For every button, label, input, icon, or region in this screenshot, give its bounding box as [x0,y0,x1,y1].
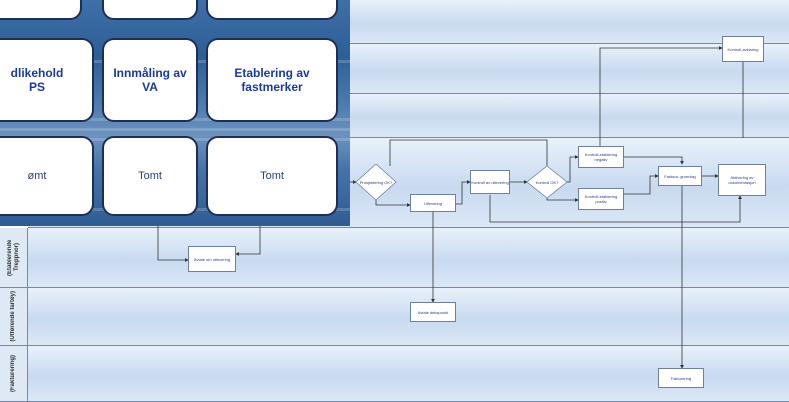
swimlane-6 [28,288,789,346]
lane-label-1: (Etablerende Treppnor) [0,228,28,288]
lane-label-3: (Fakturering) [0,346,28,402]
decision-diamond-kontroll [526,165,568,199]
process-box-fakturering: Fakturering [658,368,704,388]
tile-innmaling-va[interactable]: Innmåling av VA [102,38,198,122]
tiles-panel: dlikehold PS Innmåling av VA Etablering … [0,0,350,226]
tile-tomt-1[interactable]: ømt [0,136,94,216]
process-box-kontroll-positiv: Kontroll-etablering positiv [578,188,624,210]
swimlane-5 [28,228,789,288]
process-box-kontroll-av-utlevering: Kontroll av utlevering [470,170,510,194]
tile-tomt-2[interactable]: Tomt [102,136,198,216]
tile-top-left[interactable] [0,0,82,20]
process-box-kontroll-negativ: Kontroll-etablering negativ [578,146,624,168]
process-box-aktivering: Aktivering av dokumentasjon [718,164,766,196]
decision-label-kontroll: Kontroll OK? [535,179,559,185]
decision-label-prosjektering: Prosjektering OK? [359,179,393,185]
process-box-faktura-grunnlag: Faktura- grunnlag [658,166,702,186]
decision-diamond-prosjektering [355,163,397,201]
tile-top-middle[interactable] [102,0,198,20]
process-box-kontroll-avklaring: Kontroll-avklaring [722,36,764,62]
tile-top-right[interactable] [206,0,338,20]
process-box-avtale-dekspunkt: Avtale dekspunkt [410,302,456,322]
tile-tomt-3[interactable]: Tomt [206,136,338,216]
tile-etablering-fastmerker[interactable]: Etablering av fastmerker [206,38,338,122]
tile-vedlikehold[interactable]: dlikehold PS [0,38,94,122]
process-box-avtale-utlevering: Avtale om utlevering [188,246,236,272]
lane-label-2: (Utførende fartøy) [0,288,28,346]
process-box-utlevering: Utlevering [410,194,456,212]
